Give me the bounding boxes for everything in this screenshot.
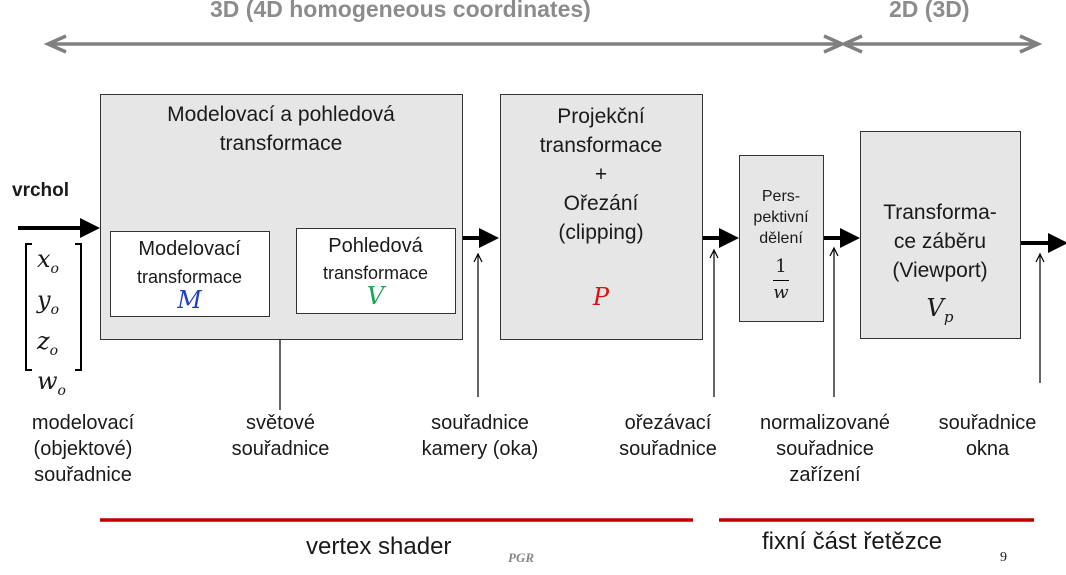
viewport-box: Transforma- ce záběru (Viewport) Vp (860, 131, 1021, 339)
symbol-Vp: Vp (926, 294, 954, 326)
vector-brackets (25, 243, 82, 371)
projection-box: Projekční transformace + Ořezání (clippi… (500, 94, 703, 340)
pgr-label: PGR (508, 550, 534, 565)
fraction-bar (773, 280, 789, 281)
model-transform-title: Modelovací (138, 238, 241, 260)
label-clip-coords: ořezávací souřadnice (619, 412, 717, 460)
label-world-coords: světové souřadnice (231, 412, 330, 460)
vector-y: yo (37, 285, 59, 318)
header-3d-label: 3D (4D homogeneous coordinates) (210, 0, 591, 22)
vector-x: xo (37, 245, 59, 277)
view-transform-title: Pohledová (328, 235, 423, 257)
fraction-denominator: w (773, 282, 789, 303)
model-transform-box: Modelovací transformace M (110, 231, 270, 317)
projection-title: Projekční transformace + Ořezání (clippi… (539, 105, 663, 244)
view-transform-box: Pohledová transformace V (296, 228, 456, 314)
label-ndc-coords: normalizované souřadnice zařízení (759, 412, 891, 486)
input-vector: xo yo zo wo (37, 244, 77, 407)
perspective-title: Pers- pektivní dělení (753, 188, 809, 247)
header-arrow-2d (839, 34, 1043, 54)
page-number: 9 (1000, 550, 1007, 565)
header-arrow-3d (43, 34, 847, 54)
symbol-V: V (366, 282, 385, 310)
modelview-box: Modelovací a pohledová transformace Mode… (100, 94, 463, 340)
view-transform-sub: transformace (322, 263, 429, 283)
vertex-shader-label: vertex shader (306, 533, 452, 560)
vector-w: wo (37, 367, 66, 400)
fixed-pipeline-label: fixní část řetězce (762, 528, 943, 555)
header-2d-label: 2D (3D) (889, 0, 970, 22)
vector-z: zo (37, 326, 59, 359)
perspective-box: Pers- pektivní dělení 1 w (739, 155, 824, 322)
model-transform-sub: transformace (136, 267, 243, 287)
perspective-fraction: 1 w (740, 257, 822, 303)
label-window-coords: souřadnice okna (938, 412, 1037, 460)
label-model-coords: modelovací (objektové) souřadnice (31, 412, 135, 486)
label-camera-coords: souřadnice kamery (oka) (421, 412, 539, 460)
input-label: vrchol (12, 180, 70, 201)
symbol-P: P (592, 283, 610, 311)
symbol-M: M (177, 286, 202, 314)
viewport-title: Transforma- ce záběru (Viewport) (883, 201, 997, 282)
modelview-title: Modelovací a pohledová transformace (167, 103, 395, 155)
fraction-numerator: 1 (775, 256, 787, 277)
